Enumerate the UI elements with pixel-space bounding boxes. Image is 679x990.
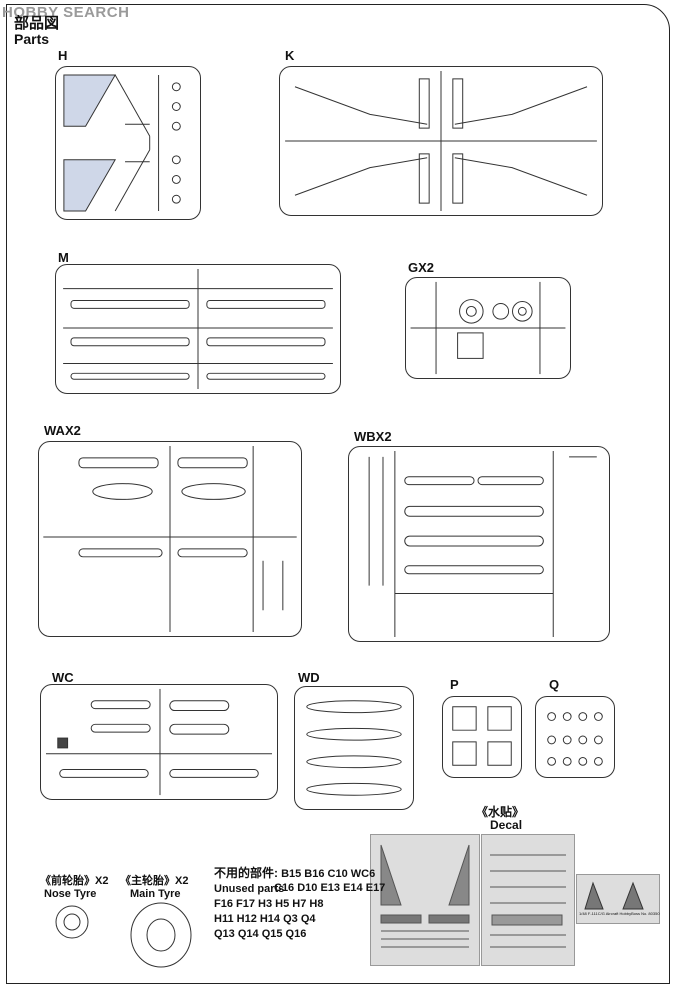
sprue-q-drawing xyxy=(547,712,603,766)
unused-label-en: Unused parts xyxy=(214,883,285,895)
sprue-h xyxy=(55,66,201,220)
sprue-wax2-drawing xyxy=(43,445,297,633)
decal-sheet-left xyxy=(370,834,480,966)
sprue-label-wc: WC xyxy=(52,670,74,685)
sprue-wc-drawing xyxy=(45,688,273,796)
sprue-wax2 xyxy=(38,441,302,637)
nose-tyre-label-cn: 《前轮胎》X2 xyxy=(40,875,109,887)
main-tyre-label-cn: 《主轮胎》X2 xyxy=(120,875,189,887)
sprue-label-p: P xyxy=(450,677,459,692)
sprue-p-drawing xyxy=(452,706,512,766)
sprue-label-gx2: GX2 xyxy=(408,260,435,275)
unused-line-5: Q13 Q14 Q15 Q16 xyxy=(214,928,307,940)
sprue-m xyxy=(55,264,341,394)
sprue-k xyxy=(279,66,603,216)
decal-footnote: 1/48 F-111C/G Aircraft HobbyBoss No. 803… xyxy=(579,911,660,916)
unused-parts-block: 不用的部件: B15 B16 C10 WC6 Unused parts C16 … xyxy=(214,866,385,942)
main-tyre-label-en: Main Tyre xyxy=(130,888,181,900)
sprue-wc xyxy=(40,684,278,800)
nose-tyre-label-en: Nose Tyre xyxy=(44,888,97,900)
sprue-wbx2-drawing xyxy=(368,450,597,638)
decal-title-cn: 《水贴》 xyxy=(476,805,525,819)
sprue-label-wd: WD xyxy=(298,670,320,685)
sprue-k-drawing xyxy=(285,70,597,212)
hobby-search-logo: HOBBY SEARCH xyxy=(2,4,130,21)
sprue-h-drawing xyxy=(63,74,181,212)
unused-line-1: B15 B16 C10 WC6 xyxy=(281,868,376,880)
decal-sheet-middle xyxy=(481,834,575,966)
page-border xyxy=(6,4,670,984)
sprue-gx2-drawing xyxy=(410,281,566,375)
sprue-wd-drawing xyxy=(306,700,402,796)
decal-title-en: Decal xyxy=(490,818,523,832)
unused-line-4: H11 H12 H14 Q3 Q4 xyxy=(214,913,316,925)
sprue-label-m: M xyxy=(58,250,69,265)
sprue-label-h: H xyxy=(58,48,68,63)
page-title-cn: 部品図 xyxy=(14,15,60,32)
nose-tyre-drawing xyxy=(55,905,89,939)
sprue-label-wax2: WAX2 xyxy=(44,423,81,438)
sprue-label-q: Q xyxy=(549,677,560,692)
sprue-q xyxy=(535,696,615,778)
main-tyre-drawing xyxy=(130,902,192,968)
page-title-en: Parts xyxy=(14,31,50,47)
decal-sheet-right-drawing xyxy=(584,881,644,910)
sprue-label-k: K xyxy=(285,48,295,63)
unused-line-2: C16 D10 E13 E14 E17 xyxy=(274,882,386,894)
sprue-m-drawing xyxy=(63,268,333,390)
decal-sheet-middle-drawing xyxy=(490,854,566,948)
decal-sheet-right: 1/48 F-111C/G Aircraft HobbyBoss No. 803… xyxy=(576,874,660,924)
decal-sheet-left-drawing xyxy=(380,844,470,948)
unused-line-3: F16 F17 H3 H5 H7 H8 xyxy=(214,898,324,910)
sprue-wd xyxy=(294,686,414,810)
sprue-p xyxy=(442,696,522,778)
sprue-wbx2 xyxy=(348,446,610,642)
sprue-label-wbx2: WBX2 xyxy=(354,429,392,444)
sprue-gx2 xyxy=(405,277,571,379)
unused-label-cn: 不用的部件: xyxy=(214,866,278,880)
